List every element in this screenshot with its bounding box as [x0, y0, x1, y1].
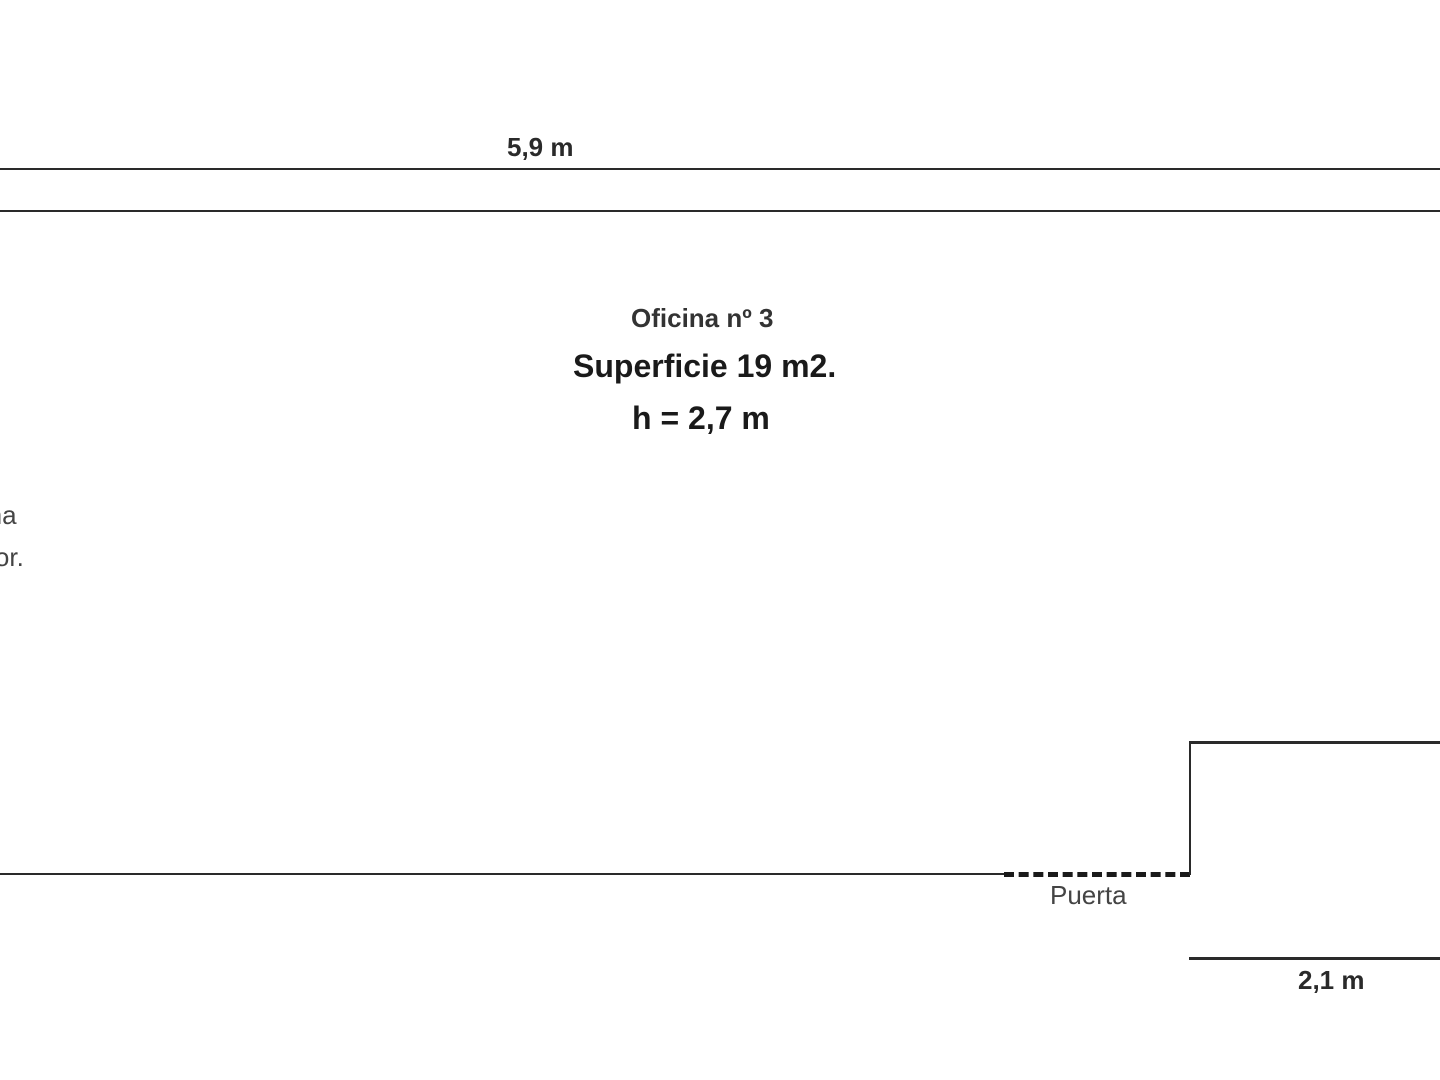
window-label: tana erior. [0, 494, 24, 578]
step-wall-horizontal [1189, 741, 1440, 744]
room-name: Oficina nº 3 [631, 303, 774, 333]
bottom-wall [0, 873, 1004, 875]
room-height: h = 2,7 m [632, 400, 770, 436]
bottom-dimension-line [1189, 957, 1440, 960]
door-label: Puerta [1050, 880, 1127, 910]
top-dimension-label: 5,9 m [507, 132, 574, 162]
step-wall-vertical [1189, 741, 1191, 875]
top-wall [0, 210, 1440, 212]
room-area: Superficie 19 m2. [573, 348, 837, 384]
window-label-line-2: erior. [0, 542, 24, 572]
bottom-dimension-label: 2,1 m [1298, 965, 1365, 995]
window-label-line-1: tana [0, 500, 17, 530]
top-dimension-line [0, 168, 1440, 170]
door-opening [1004, 872, 1190, 877]
